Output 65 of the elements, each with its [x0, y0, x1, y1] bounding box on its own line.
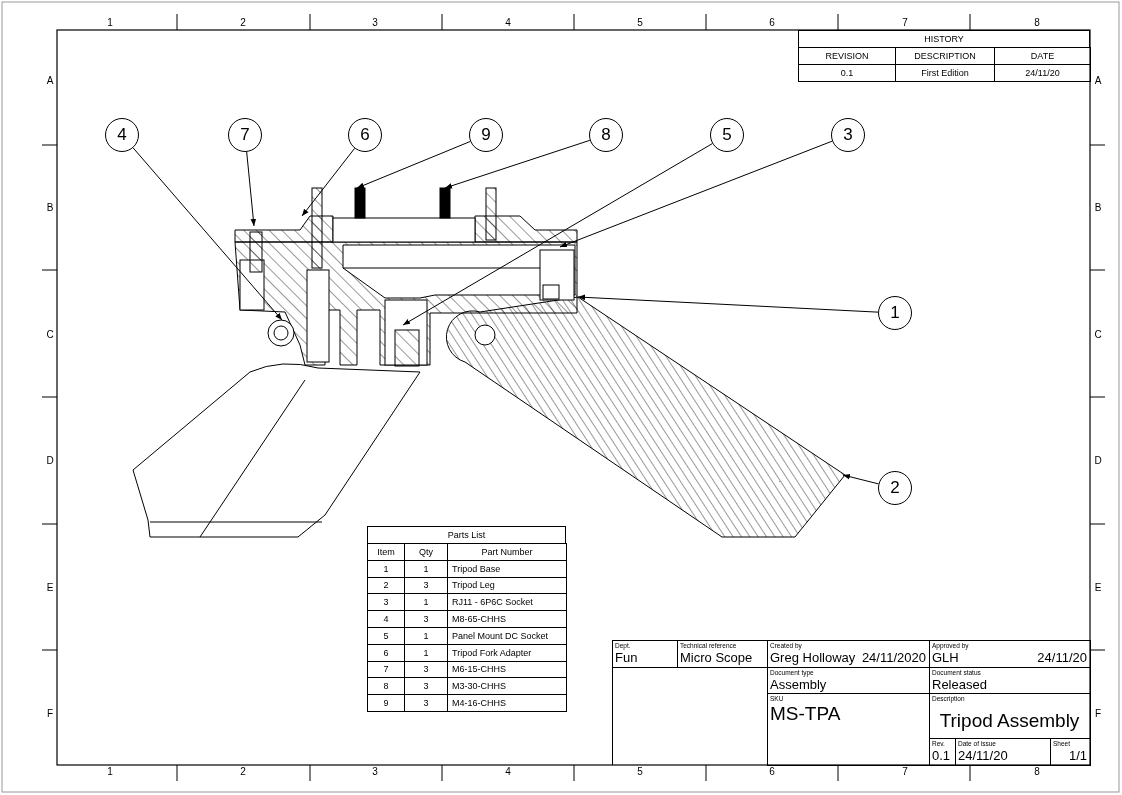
field-value: Assembly — [770, 677, 827, 693]
callout-balloon: 3 — [831, 118, 865, 152]
zone-label: 3 — [371, 766, 379, 778]
zone-label: 6 — [768, 17, 776, 29]
leader-line — [402, 143, 713, 326]
zone-label: C — [45, 329, 55, 341]
field-value: Released — [932, 677, 987, 693]
callout-balloon: 8 — [589, 118, 623, 152]
zone-label: F — [1093, 708, 1103, 720]
callout-balloon: 1 — [878, 296, 912, 330]
leader-line — [559, 140, 833, 248]
leader-line — [842, 474, 879, 485]
zone-label: 2 — [239, 17, 247, 29]
zone-label: 8 — [1033, 17, 1041, 29]
field-value: 1/1 — [1068, 748, 1087, 764]
leader-line — [444, 139, 591, 189]
table-header: HISTORY — [798, 30, 1090, 48]
zone-label: 7 — [901, 17, 909, 29]
field-value: 24/11/20 — [1037, 650, 1087, 666]
field-value: MS-TPA — [770, 703, 841, 725]
callout-balloon: 2 — [878, 471, 912, 505]
zone-label: D — [1093, 455, 1103, 467]
leader-line — [301, 147, 356, 217]
leader-line — [577, 294, 879, 313]
field-value: 0.1 — [932, 748, 951, 764]
callout-balloon: 4 — [105, 118, 139, 152]
zone-label: E — [1093, 582, 1103, 594]
callout-balloon: 6 — [348, 118, 382, 152]
leader-line — [132, 147, 283, 321]
zone-label: 1 — [106, 766, 114, 778]
zone-label: E — [45, 582, 55, 594]
zone-label: 3 — [371, 17, 379, 29]
zone-label: 5 — [636, 17, 644, 29]
zone-label: 2 — [239, 766, 247, 778]
field-value: Greg Holloway — [770, 650, 856, 666]
table-cell: 24/11/20 — [994, 64, 1091, 82]
callout-balloon: 9 — [469, 118, 503, 152]
field-value: Micro Scope — [680, 650, 753, 666]
zone-label: B — [1093, 202, 1103, 214]
zone-label: D — [45, 455, 55, 467]
field-value: 24/11/2020 — [861, 650, 926, 666]
callout-balloon: 5 — [710, 118, 744, 152]
zone-label: 4 — [504, 766, 512, 778]
zone-label: F — [45, 708, 55, 720]
table-cell: 0.1 — [798, 64, 896, 82]
callout-balloon: 7 — [228, 118, 262, 152]
field-value: Tripod Assembly — [939, 710, 1080, 732]
zone-label: B — [45, 202, 55, 214]
zone-label: 6 — [768, 766, 776, 778]
table-cell: 9 — [367, 694, 405, 712]
field-value: 24/11/20 — [958, 748, 1008, 764]
zone-label: 5 — [636, 766, 644, 778]
leader-line — [356, 140, 471, 189]
zone-label: C — [1093, 329, 1103, 341]
table-header: Parts List — [367, 526, 566, 544]
zone-label: 7 — [901, 766, 909, 778]
zone-label: 8 — [1033, 766, 1041, 778]
zone-label: A — [1093, 75, 1103, 87]
field-value: GLH — [932, 650, 959, 666]
zone-label: 1 — [106, 17, 114, 29]
field-value: Fun — [615, 650, 638, 666]
zone-label: A — [45, 75, 55, 87]
leader-line — [246, 151, 257, 227]
table-cell: M4-16-CHHS — [447, 694, 567, 712]
zone-label: 4 — [504, 17, 512, 29]
